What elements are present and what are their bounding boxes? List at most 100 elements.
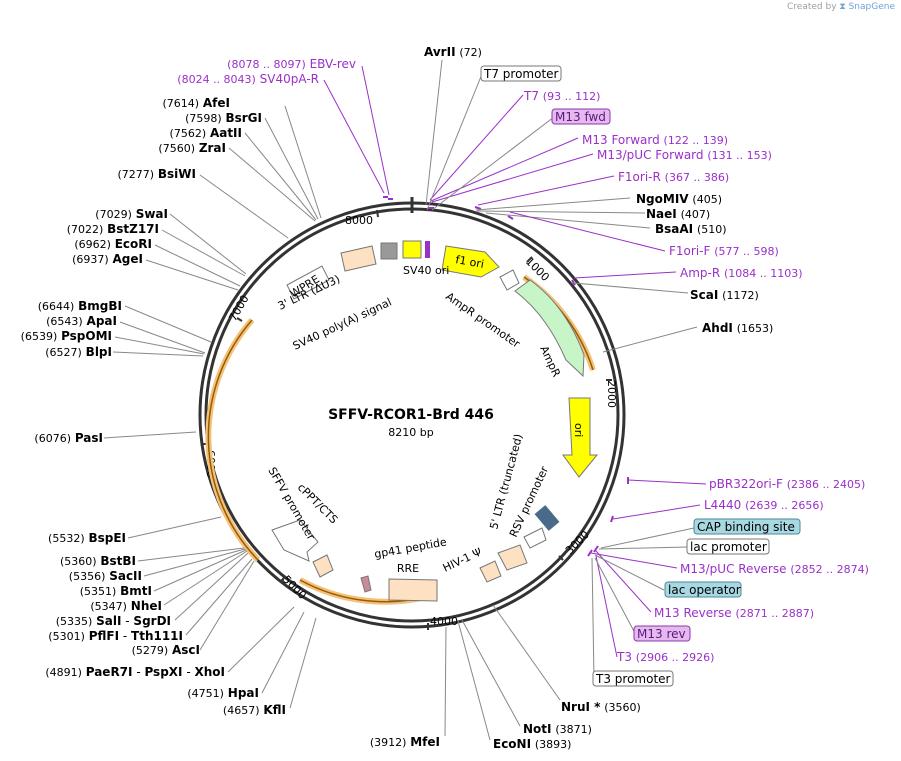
primer-label-m13-puc-reverse[interactable]: M13/pUC Reverse (2852 .. 2874) [680,562,869,576]
boxed-label-lac-operator[interactable]: lac operator [664,581,742,598]
tick-8000: 8000 [345,214,373,227]
enzyme-label-zrai[interactable]: (7560) ZraI [158,141,226,155]
hiv-psi-feature-2 [479,560,502,583]
gp41-feature [360,575,372,593]
boxed-label-t7-promoter[interactable]: T7 promoter [480,65,562,82]
enzymes-left-rows: (7614) AfeI(7598) BsrGI(7562) AatII(7560… [21,96,440,749]
enzyme-label-ahdi[interactable]: AhdI (1653) [702,321,773,335]
primer-leaders [323,65,707,658]
primer-label-ebv-rev[interactable]: (8078 .. 8097) EBV-rev [227,57,356,71]
enzyme-label-bstz17i[interactable]: (7022) BstZ17I [67,222,159,236]
enzyme-label-blpi[interactable]: (6527) BlpI [45,345,112,359]
enzyme-label-paer7i[interactable]: (4891) PaeR7I - PspXI - XhoI [45,665,225,679]
enzyme-label-pspomi[interactable]: (6539) PspOMI [21,329,112,343]
primer-label-pbr322ori-f[interactable]: pBR322ori-F (2386 .. 2405) [709,477,865,491]
boxed-label-text: lac operator [668,583,741,597]
primer-label-f1ori-r[interactable]: F1ori-R (367 .. 386) [618,170,729,184]
wpre-feature [286,265,330,300]
boxed-label-text: CAP binding site [697,520,795,534]
primer-label-m13-reverse[interactable]: M13 Reverse (2871 .. 2887) [654,606,814,620]
tick-2000: 2000 [605,380,618,408]
enzyme-label-scai[interactable]: ScaI (1172) [690,288,759,302]
enzyme-label-swai[interactable]: (7029) SwaI [95,207,168,221]
f1-ori-label: f1 ori [454,253,485,271]
enzyme-label-hpai[interactable]: (4751) HpaI [187,686,259,700]
boxed-label-bg [686,538,770,555]
enzyme-label-avrii[interactable]: AvrII (72) [424,45,482,59]
boxed-label-m13-fwd[interactable]: M13 fwd [551,108,611,125]
sv40-polya-feature [380,242,398,260]
enzyme-label-bsiwi[interactable]: (7277) BsiWI [117,167,196,181]
boxed-label-bg [633,625,691,642]
hiv-psi-feature [497,544,528,571]
rsv-promoter-feature [523,527,547,549]
boxed-label-bg [592,670,674,687]
boxed-label-bg [693,518,801,535]
ltr3-feature [340,245,377,272]
enzyme-label-asci[interactable]: (5279) AscI [132,643,200,657]
enzyme-label-bsaai[interactable]: BsaAI (510) [655,222,727,236]
primer-label-t3[interactable]: T3 (2906 .. 2926) [616,650,714,664]
primer-label-amp-r[interactable]: Amp-R (1084 .. 1103) [680,266,803,280]
enzyme-label-noti[interactable]: NotI (3871) [523,722,592,736]
snapgene-credit: Created by ⧗ SnapGene [787,2,895,12]
enzyme-label-bmti[interactable]: (5351) BmtI [80,584,152,598]
credit-brand: SnapGene [848,2,895,12]
boxed-label-text: lac promoter [690,540,767,554]
enzyme-label-pasi[interactable]: (6076) PasI [34,431,103,445]
boxed-label-bg [664,581,742,598]
primer-label-l4440[interactable]: L4440 (2639 .. 2656) [704,498,824,512]
enzyme-label-ecori[interactable]: (6962) EcoRI [74,237,152,251]
sv40-ori-label: SV40 ori [403,264,449,277]
plasmid-name: SFFV-RCOR1-Brd 446 [328,407,494,423]
enzyme-label-pflfi[interactable]: (5301) PflFI - Tth111I [48,629,183,643]
cppt-feature [312,554,334,578]
snapgene-logo: ⧗ SnapGene [839,2,895,12]
enzyme-label-afei[interactable]: (7614) AfeI [162,96,230,110]
enzyme-leaders-right [425,59,698,741]
enzyme-label-bmgbi[interactable]: (6644) BmgBI [38,299,122,313]
rre-feature [388,578,438,602]
ori-feature [562,397,599,478]
boxed-label-t3-promoter[interactable]: T3 promoter [592,670,674,687]
enzyme-label-bspei[interactable]: (5532) BspEI [48,531,126,545]
enzyme-label-bstbi[interactable]: (5360) BstBI [60,554,136,568]
boxed-label-lac-promoter[interactable]: lac promoter [686,538,770,555]
sv40-polya-label: SV40 poly(A) signal [291,296,394,353]
enzyme-label-agei[interactable]: (6937) AgeI [72,252,143,266]
boxed-label-cap-binding-site[interactable]: CAP binding site [693,518,801,535]
primer-label-t7[interactable]: T7 (93 .. 112) [523,89,600,103]
credit-prefix: Created by [787,2,837,12]
f1-ori-feature [441,245,500,278]
tick-marks [201,209,612,630]
tick-4000: 4000 [430,615,458,628]
enzyme-label-sali[interactable]: (5335) SalI - SgrDI [56,614,171,628]
rre-label: RRE [397,562,419,575]
enzyme-label-mfei[interactable]: (3912) MfeI [370,735,440,749]
enzyme-label-aatii[interactable]: (7562) AatII [170,126,242,140]
enzyme-label-ngomiv[interactable]: NgoMIV (405) [636,192,722,206]
primer-label-f1ori-f[interactable]: F1ori-F (577 .. 598) [669,244,779,258]
primer-label-m13-puc-forward[interactable]: M13/pUC Forward (131 .. 153) [597,148,772,162]
boxed-label-text: M13 rev [637,627,686,641]
sv40-ori-feature [402,240,422,259]
enzyme-label-sacii[interactable]: (5356) SacII [69,569,142,583]
boxed-label-m13-rev[interactable]: M13 rev [633,625,691,642]
primer-label-m13-forward[interactable]: M13 Forward (122 .. 139) [582,133,728,147]
enzyme-label-nhei[interactable]: (5347) NheI [90,599,162,613]
gp41-label: gp41 peptide [373,535,448,561]
sffv-promoter-feature [271,519,319,562]
enzyme-label-kfli[interactable]: (4657) KflI [223,703,286,717]
enzyme-label-nrui[interactable]: NruI * (3560) [561,700,641,714]
enzyme-label-apai[interactable]: (6543) ApaI [46,314,117,328]
enzyme-label-bsrgi[interactable]: (7598) BsrGI [185,111,262,125]
primer-label-sv40pa-r[interactable]: (8024 .. 8043) SV40pA-R [177,72,319,86]
sv40-small-feature [425,241,430,258]
enzyme-label-naei[interactable]: NaeI (407) [646,207,710,221]
boxed-label-bg [551,108,611,125]
enzymes-right: AvrII (72) NgoMIV (405)NaeI (407)BsaAI (5… [424,45,773,751]
box-leaders [426,73,695,680]
enzyme-label-econi[interactable]: EcoNI (3893) [493,737,571,751]
